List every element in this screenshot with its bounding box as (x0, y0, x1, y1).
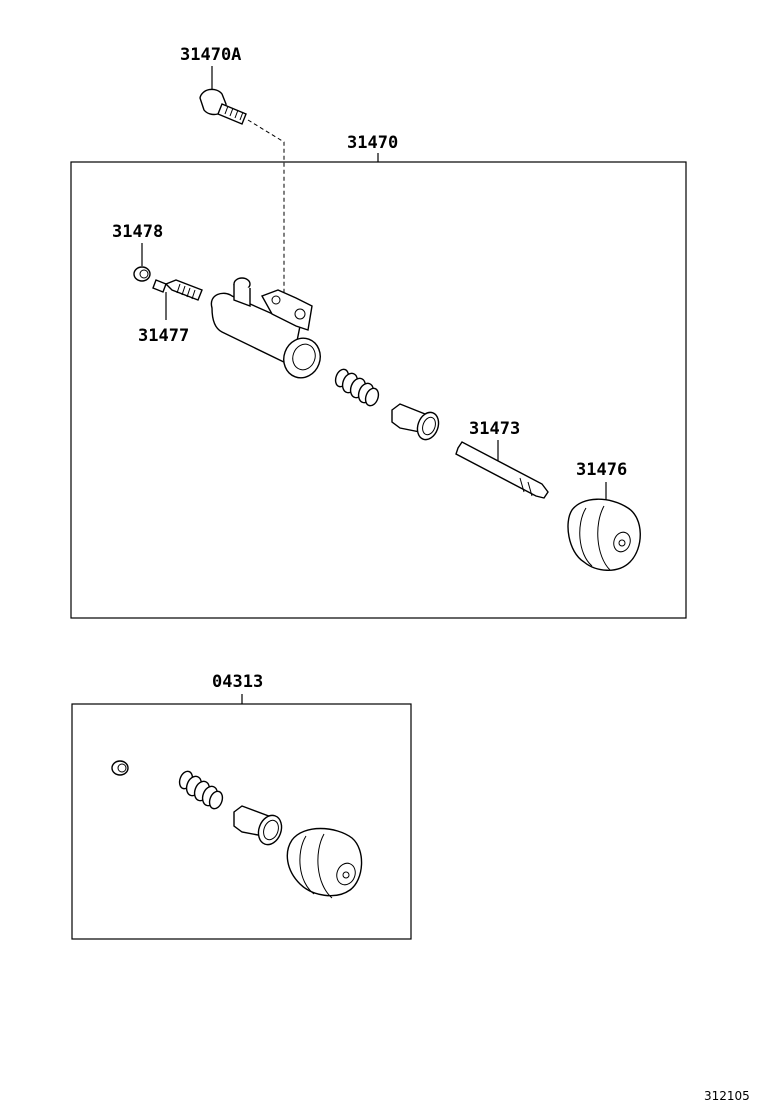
push-rod-part[interactable] (455, 440, 549, 499)
bleeder-plug-part[interactable] (152, 279, 203, 320)
spring-part[interactable] (333, 367, 380, 407)
label-31470a[interactable]: 31470A (180, 45, 241, 65)
bolt-part[interactable] (199, 66, 285, 300)
label-31470[interactable]: 31470 (347, 133, 398, 153)
kit-cap-part[interactable] (111, 760, 129, 776)
cylinder-body-part[interactable] (210, 277, 325, 383)
label-31473[interactable]: 31473 (469, 419, 520, 439)
kit-piston-part[interactable] (233, 805, 285, 848)
label-31478[interactable]: 31478 (112, 222, 163, 242)
kit-boot-part[interactable] (286, 827, 363, 899)
piston-part[interactable] (391, 403, 442, 443)
figure-code: 312105 (704, 1089, 750, 1103)
kit-spring-part[interactable] (177, 769, 224, 810)
bleeder-cap-part[interactable] (133, 243, 151, 282)
boot-part[interactable] (567, 482, 641, 571)
label-31477[interactable]: 31477 (138, 326, 189, 346)
label-04313[interactable]: 04313 (212, 672, 263, 692)
label-31476[interactable]: 31476 (576, 460, 627, 480)
